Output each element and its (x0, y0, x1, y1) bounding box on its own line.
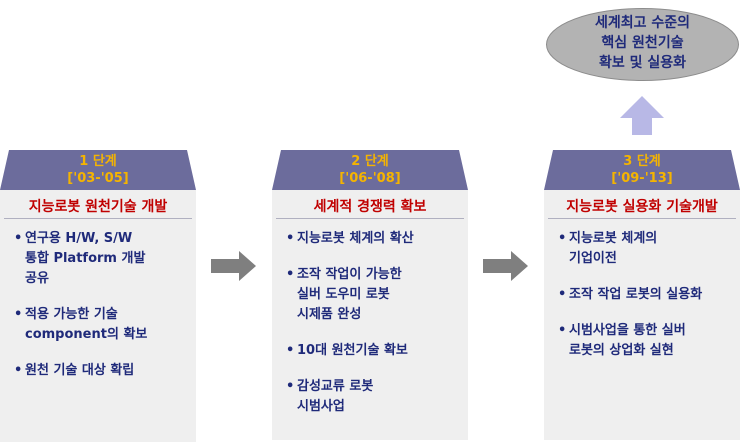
stage-3-header: 3 단계 ['09-'13] (544, 150, 740, 190)
stage-1-divider (4, 218, 192, 219)
list-item: 지능로봇 체계의 확산 (286, 229, 467, 249)
arrow-right-icon (483, 251, 528, 281)
list-item: 조작 작업이 가능한 실버 도우미 로봇 시제품 완성 (286, 265, 467, 325)
stage-3-divider (548, 218, 736, 219)
stage-1-period: ['03-'05] (67, 171, 129, 186)
stage-1-header: 1 단계 ['03-'05] (0, 150, 196, 190)
list-item: 지능로봇 체계의 기업이전 (558, 229, 739, 269)
stage-2-body: 세계적 경쟁력 확보 지능로봇 체계의 확산 조작 작업이 가능한 실버 도우미… (272, 190, 468, 440)
list-item: 감성교류 로봇 시범사업 (286, 377, 467, 417)
stage-2-items: 지능로봇 체계의 확산 조작 작업이 가능한 실버 도우미 로봇 시제품 완성 … (272, 229, 468, 417)
stage-2-step: 2 단계 (351, 154, 389, 169)
list-item: 연구용 H/W, S/W 통합 Platform 개발 공유 (14, 229, 195, 289)
stage-3-step: 3 단계 (623, 154, 661, 169)
stage-3-items: 지능로봇 체계의 기업이전 조작 작업 로봇의 실용화 시범사업을 통한 실버 … (544, 229, 740, 361)
list-item: 원천 기술 대상 확립 (14, 361, 195, 381)
stage-1-step: 1 단계 (79, 154, 117, 169)
stage-2-divider (276, 218, 464, 219)
stage-3-period: ['09-'13] (611, 171, 673, 186)
arrow-up-icon (620, 96, 664, 135)
list-item: 10대 원천기술 확보 (286, 341, 467, 361)
stage-2-title: 세계적 경쟁력 확보 (313, 199, 427, 215)
list-item: 시범사업을 통한 실버 로봇의 상업화 실현 (558, 321, 739, 361)
stage-1-items: 연구용 H/W, S/W 통합 Platform 개발 공유 적용 가능한 기술… (0, 229, 196, 381)
stage-2-period: ['06-'08] (339, 171, 401, 186)
stage-2-header: 2 단계 ['06-'08] (272, 150, 468, 190)
stage-1-body: 지능로봇 원천기술 개발 연구용 H/W, S/W 통합 Platform 개발… (0, 190, 196, 442)
goal-text: 세계최고 수준의 핵심 원천기술 확보 및 실용화 (594, 15, 691, 71)
stage-3-body: 지능로봇 실용화 기술개발 지능로봇 체계의 기업이전 조작 작업 로봇의 실용… (544, 190, 740, 440)
stage-3-title: 지능로봇 실용화 기술개발 (566, 199, 718, 215)
goal-ellipse: 세계최고 수준의 핵심 원천기술 확보 및 실용화 (545, 7, 740, 82)
ellipse-shape (546, 8, 739, 81)
list-item: 조작 작업 로봇의 실용화 (558, 285, 739, 305)
list-item: 적용 가능한 기술 component의 확보 (14, 305, 195, 345)
arrow-right-icon (211, 251, 256, 281)
stage-1-title: 지능로봇 원천기술 개발 (28, 199, 168, 215)
